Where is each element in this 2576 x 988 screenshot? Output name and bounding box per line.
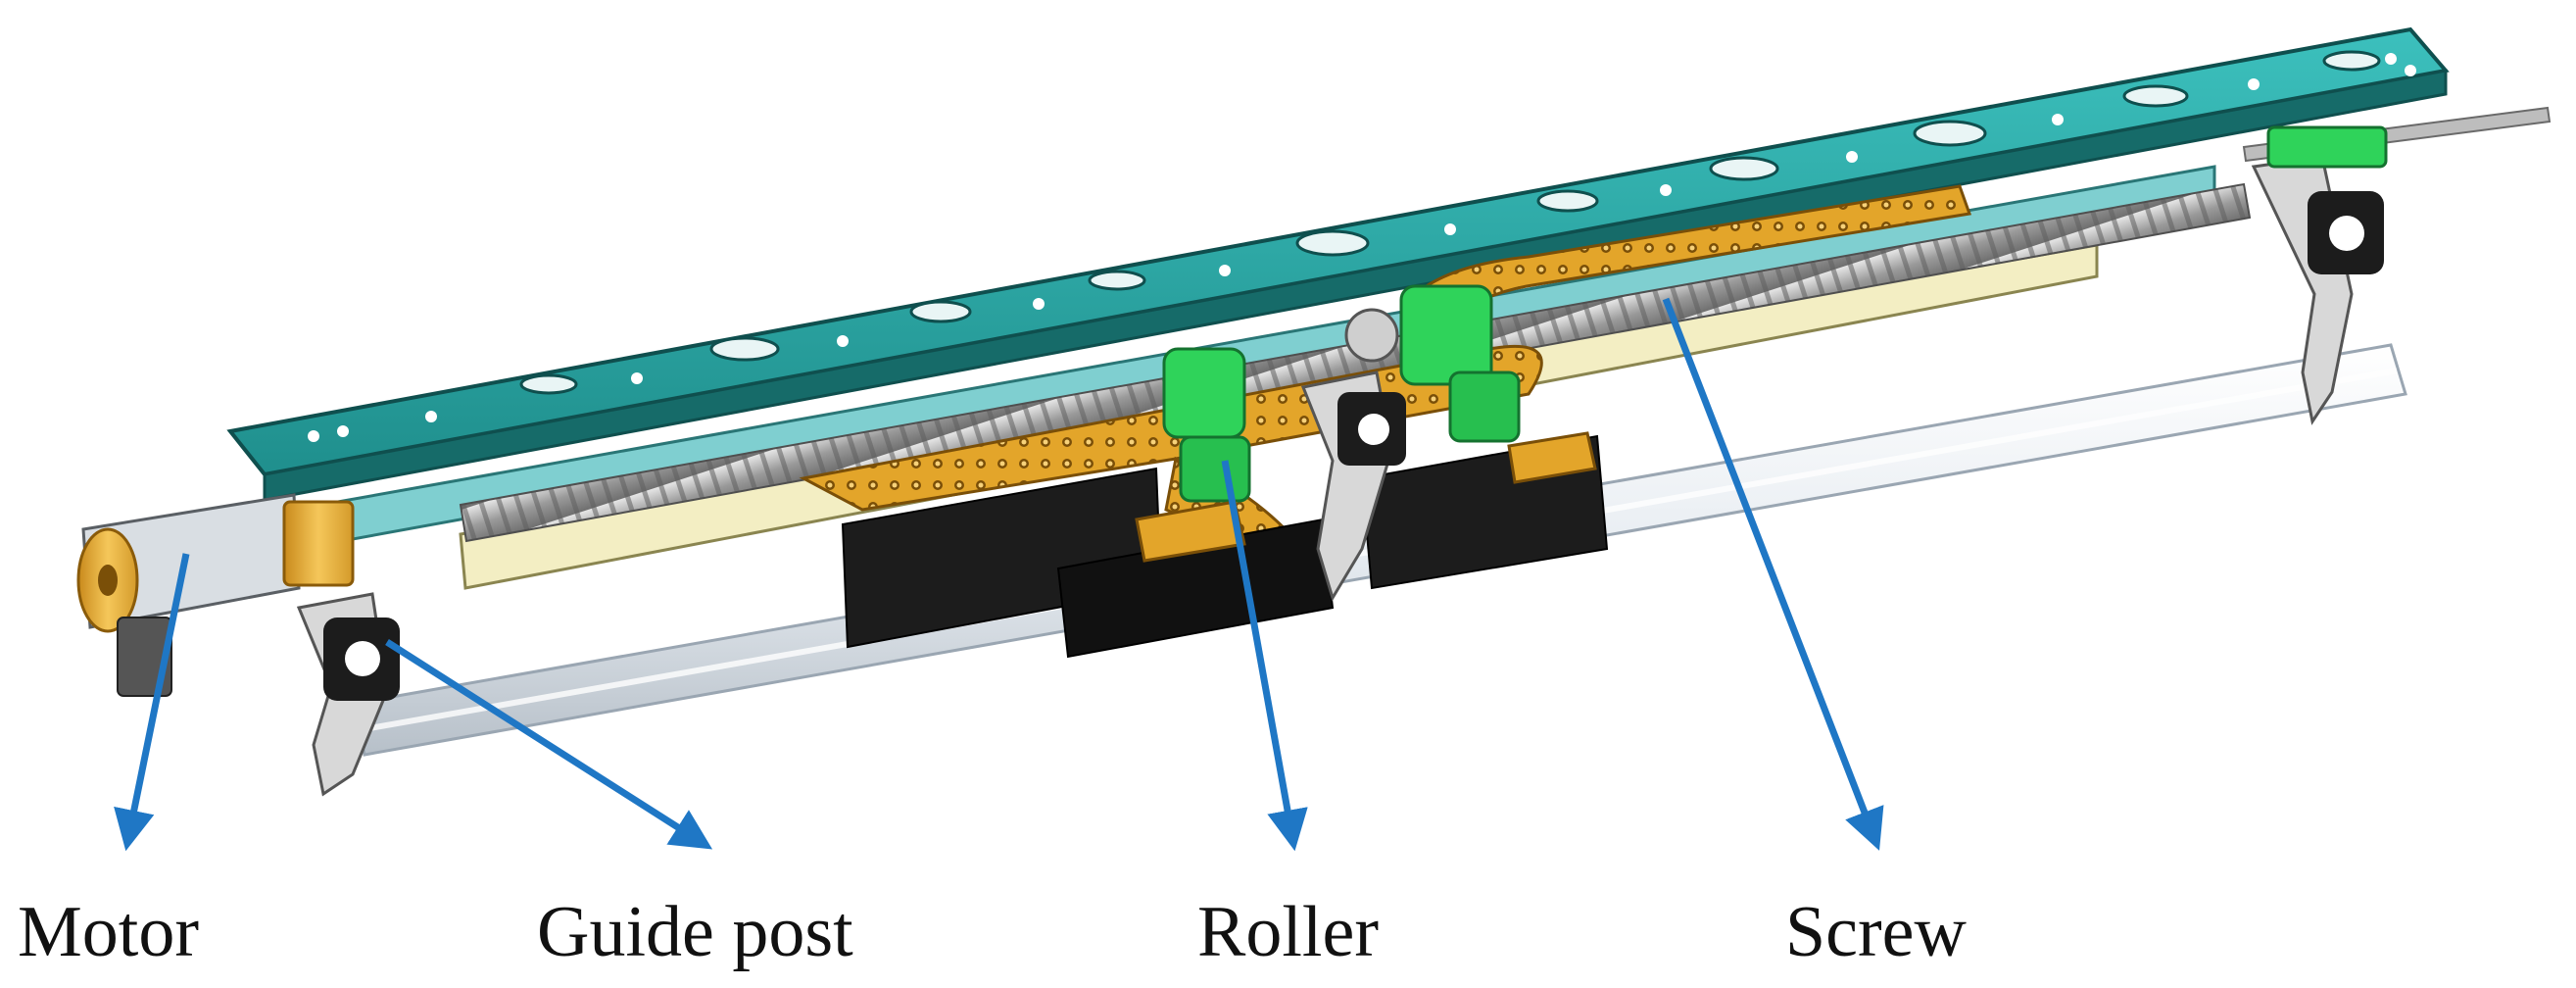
label-roller: Roller xyxy=(1197,892,1379,972)
roller-arrow xyxy=(1221,460,1308,852)
label-guide-post: Guide post xyxy=(537,892,853,972)
label-screw: Screw xyxy=(1785,892,1967,972)
guide-post-bracket xyxy=(296,592,400,797)
right-bracket xyxy=(2251,125,2388,425)
screw-arrow xyxy=(1662,297,1884,851)
motor xyxy=(76,493,355,697)
guide-post-arrow xyxy=(385,639,713,850)
top-plate xyxy=(226,26,2450,502)
callout-arrows xyxy=(114,297,1884,852)
roller-assembly xyxy=(1162,284,1521,503)
label-motor: Motor xyxy=(18,892,199,972)
center-bracket xyxy=(1300,370,1406,602)
motor-arrow xyxy=(114,553,190,852)
carriage xyxy=(841,431,1609,659)
